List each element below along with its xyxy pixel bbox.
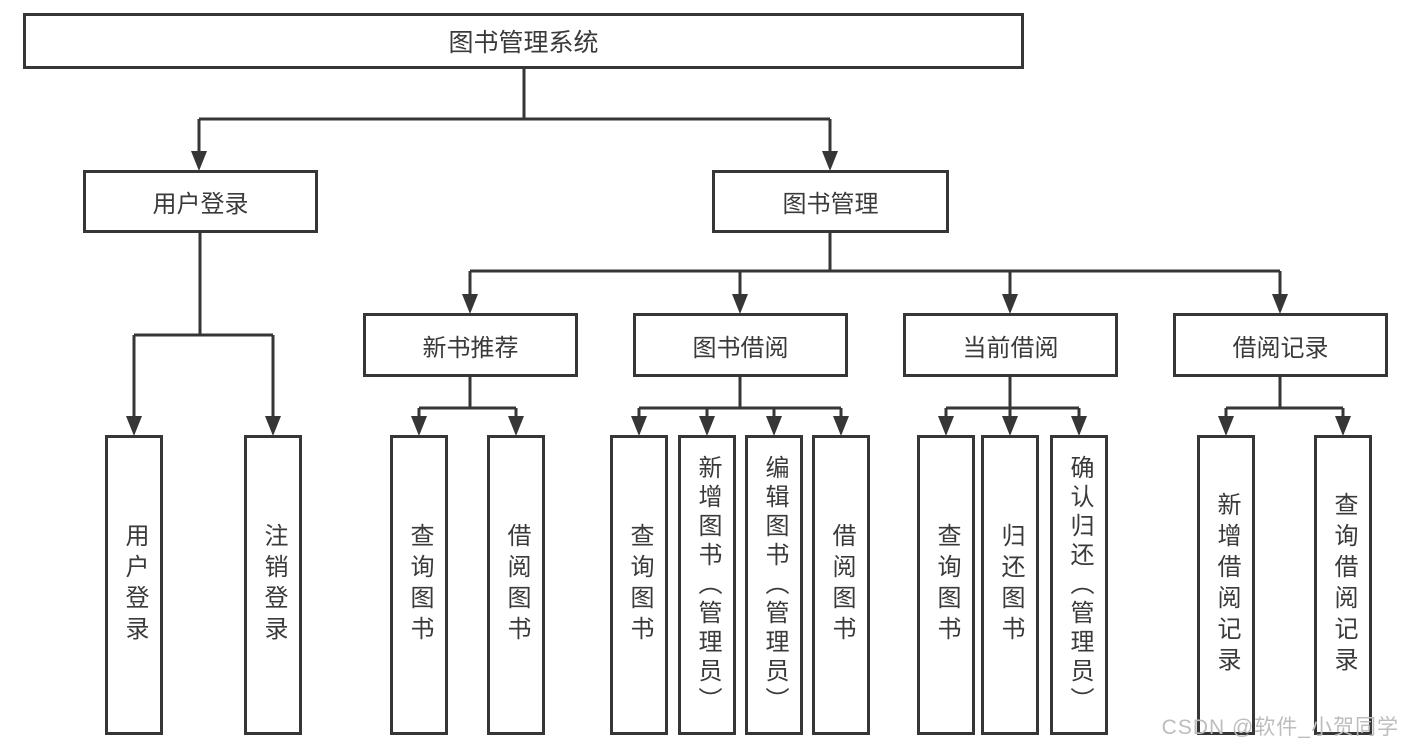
node-new-book-recommend: 新书推荐 [363,313,578,377]
leaf-query-borrow-record: 查询借阅记录 [1314,435,1372,735]
leaf-user-login: 用户登录 [105,435,163,735]
connector-borrow-records [1218,377,1351,436]
leaf-query-books-current: 查询图书 [917,435,975,735]
node-current-borrow: 当前借阅 [903,313,1118,377]
leaf-borrow-books-borrow: 借阅图书 [812,435,870,735]
leaf-edit-book-admin: 编辑图书（管理员） [745,435,803,735]
leaf-add-book-admin-label: 新增图书（管理员） [694,454,721,716]
connector-book-borrow [631,377,849,436]
leaf-return-books-label: 归还图书 [997,523,1024,647]
leaf-query-books-current-label: 查询图书 [933,523,960,647]
leaf-query-books-borrow: 查询图书 [610,435,668,735]
leaf-add-borrow-record: 新增借阅记录 [1197,435,1255,735]
leaf-logout: 注销登录 [244,435,302,735]
node-new-book-recommend-label: 新书推荐 [422,334,519,362]
leaf-confirm-return-admin-label: 确认归还（管理员） [1066,454,1093,716]
node-user-login-label: 用户登录 [152,191,249,218]
node-book-management-label: 图书管理 [782,191,879,218]
leaf-query-borrow-record-label: 查询借阅记录 [1330,492,1357,678]
leaf-edit-book-admin-label: 编辑图书（管理员） [761,454,788,716]
leaf-borrow-books-recommend-label: 借阅图书 [503,523,530,647]
connector-book-management [462,233,1288,314]
connector-root [191,69,838,171]
leaf-user-login-label: 用户登录 [121,523,148,647]
leaf-query-books-borrow-label: 查询图书 [626,523,653,647]
node-current-borrow-label: 当前借阅 [962,334,1059,362]
leaf-return-books: 归还图书 [981,435,1039,735]
node-book-borrow: 图书借阅 [633,313,848,377]
leaf-logout-label: 注销登录 [260,523,287,647]
node-book-management: 图书管理 [712,170,949,233]
leaf-borrow-books-recommend: 借阅图书 [487,435,545,735]
leaf-confirm-return-admin: 确认归还（管理员） [1050,435,1108,735]
node-root-label: 图书管理系统 [448,29,599,57]
leaf-add-book-admin: 新增图书（管理员） [678,435,736,735]
connector-new-book-recommend [411,377,524,436]
leaf-borrow-books-borrow-label: 借阅图书 [828,523,855,647]
node-book-borrow-label: 图书借阅 [692,334,789,362]
node-user-login: 用户登录 [83,170,318,233]
node-root: 图书管理系统 [23,13,1024,69]
leaf-add-borrow-record-label: 新增借阅记录 [1213,492,1240,678]
csdn-watermark: CSDN @软件_小贺同学 [1161,716,1399,739]
leaf-query-books-recommend-label: 查询图书 [406,523,433,647]
connector-user-login [126,233,281,436]
leaf-query-books-recommend: 查询图书 [390,435,448,735]
connector-current-borrow [938,377,1087,436]
node-borrow-records-label: 借阅记录 [1232,334,1329,362]
node-borrow-records: 借阅记录 [1173,313,1388,377]
